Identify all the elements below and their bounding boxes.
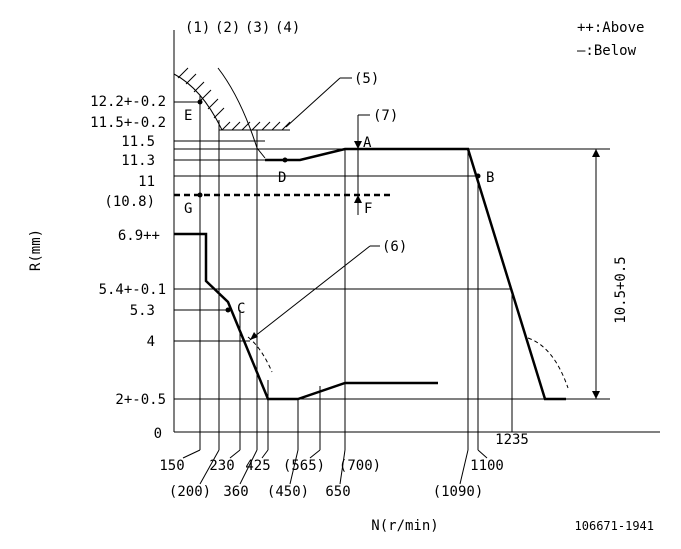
point-marker-b <box>475 173 481 179</box>
point-d: D <box>278 170 286 186</box>
x-tick-1235: 1235 <box>495 432 529 448</box>
point-f: F <box>364 201 372 217</box>
x-leader-450 <box>289 449 299 485</box>
range-arrow-bottom <box>592 391 600 399</box>
document-id: 106671-1941 <box>575 519 654 533</box>
x-tick-700: (700) <box>339 458 381 474</box>
y-tick-11: 11 <box>138 174 155 190</box>
x-leader-1090 <box>459 449 469 485</box>
x-tick-450: (450) <box>267 484 309 500</box>
arrow-a-head <box>354 141 362 149</box>
x-axis-label: N(r/min) <box>371 518 438 534</box>
point-a: A <box>363 135 372 151</box>
x-tick-360: 360 <box>223 484 248 500</box>
y-tick-4: 4 <box>147 334 155 350</box>
point-e: E <box>184 108 192 124</box>
y-tick-2: 2+-0.5 <box>115 392 166 408</box>
x-leader-150 <box>182 449 201 459</box>
x-tick-150: 150 <box>159 458 184 474</box>
x-leader-650 <box>339 449 346 485</box>
x-leader-200 <box>199 449 220 485</box>
x-leader-230 <box>229 449 241 459</box>
y-tick-10-8: (10.8) <box>104 194 155 210</box>
callout-7: (7) <box>373 108 398 124</box>
x-tick-1090: (1090) <box>433 484 484 500</box>
top-label-2: (2) <box>215 20 240 36</box>
range-arrow-top <box>592 149 600 157</box>
leader-6 <box>249 245 371 341</box>
y-tick-5-4: 5.4+-0.1 <box>99 282 166 298</box>
top-label-3: (3) <box>245 20 270 36</box>
point-b: B <box>486 170 494 186</box>
x-tick-650: 650 <box>325 484 350 500</box>
y-tick-5-3: 5.3 <box>130 303 155 319</box>
x-leader-360 <box>239 449 258 485</box>
y-axis-label: R(mm) <box>28 229 44 271</box>
point-marker-g <box>197 192 203 198</box>
x-leader-1100 <box>477 449 488 459</box>
y-tick-11-3: 11.3 <box>121 153 155 169</box>
top-label-4: (4) <box>275 20 300 36</box>
y-tick-6-9: 6.9++ <box>118 228 160 244</box>
curve-upper <box>217 67 266 159</box>
characteristic-lower <box>174 232 438 401</box>
leader-6-arrow <box>250 332 258 340</box>
below-curve-left <box>247 336 273 373</box>
point-c: C <box>237 301 245 317</box>
point-marker-d <box>282 157 288 163</box>
y-tick-0: 0 <box>154 426 162 442</box>
hatched-zone-left <box>173 67 225 131</box>
top-label-1: (1) <box>185 20 210 36</box>
x-leader-565 <box>309 449 321 459</box>
below-curve-right <box>527 337 569 389</box>
y-tick-11-5: 11.5 <box>121 134 155 150</box>
leader-5 <box>285 77 341 128</box>
y-tick-11-5-tol: 11.5+-0.2 <box>90 115 166 131</box>
point-marker-c <box>225 307 231 313</box>
range-label: 10.5+0.5 <box>613 256 629 323</box>
legend-below: —:Below <box>577 43 637 59</box>
x-tick-200: (200) <box>169 484 211 500</box>
callout-5: (5) <box>354 71 379 87</box>
x-tick-565: (565) <box>283 458 325 474</box>
x-tick-230: 230 <box>209 458 234 474</box>
x-tick-1100: 1100 <box>470 458 504 474</box>
y-tick-12-2: 12.2+-0.2 <box>90 94 166 110</box>
x-leader-425 <box>261 449 269 459</box>
callout-6: (6) <box>382 239 407 255</box>
characteristic-upper <box>265 147 566 401</box>
arrow-f-head <box>354 195 362 203</box>
point-g: G <box>184 201 192 217</box>
hatched-zone-top <box>219 121 291 131</box>
point-marker-e <box>197 99 203 105</box>
x-tick-425: 425 <box>245 458 270 474</box>
legend-above: ++:Above <box>577 20 644 36</box>
